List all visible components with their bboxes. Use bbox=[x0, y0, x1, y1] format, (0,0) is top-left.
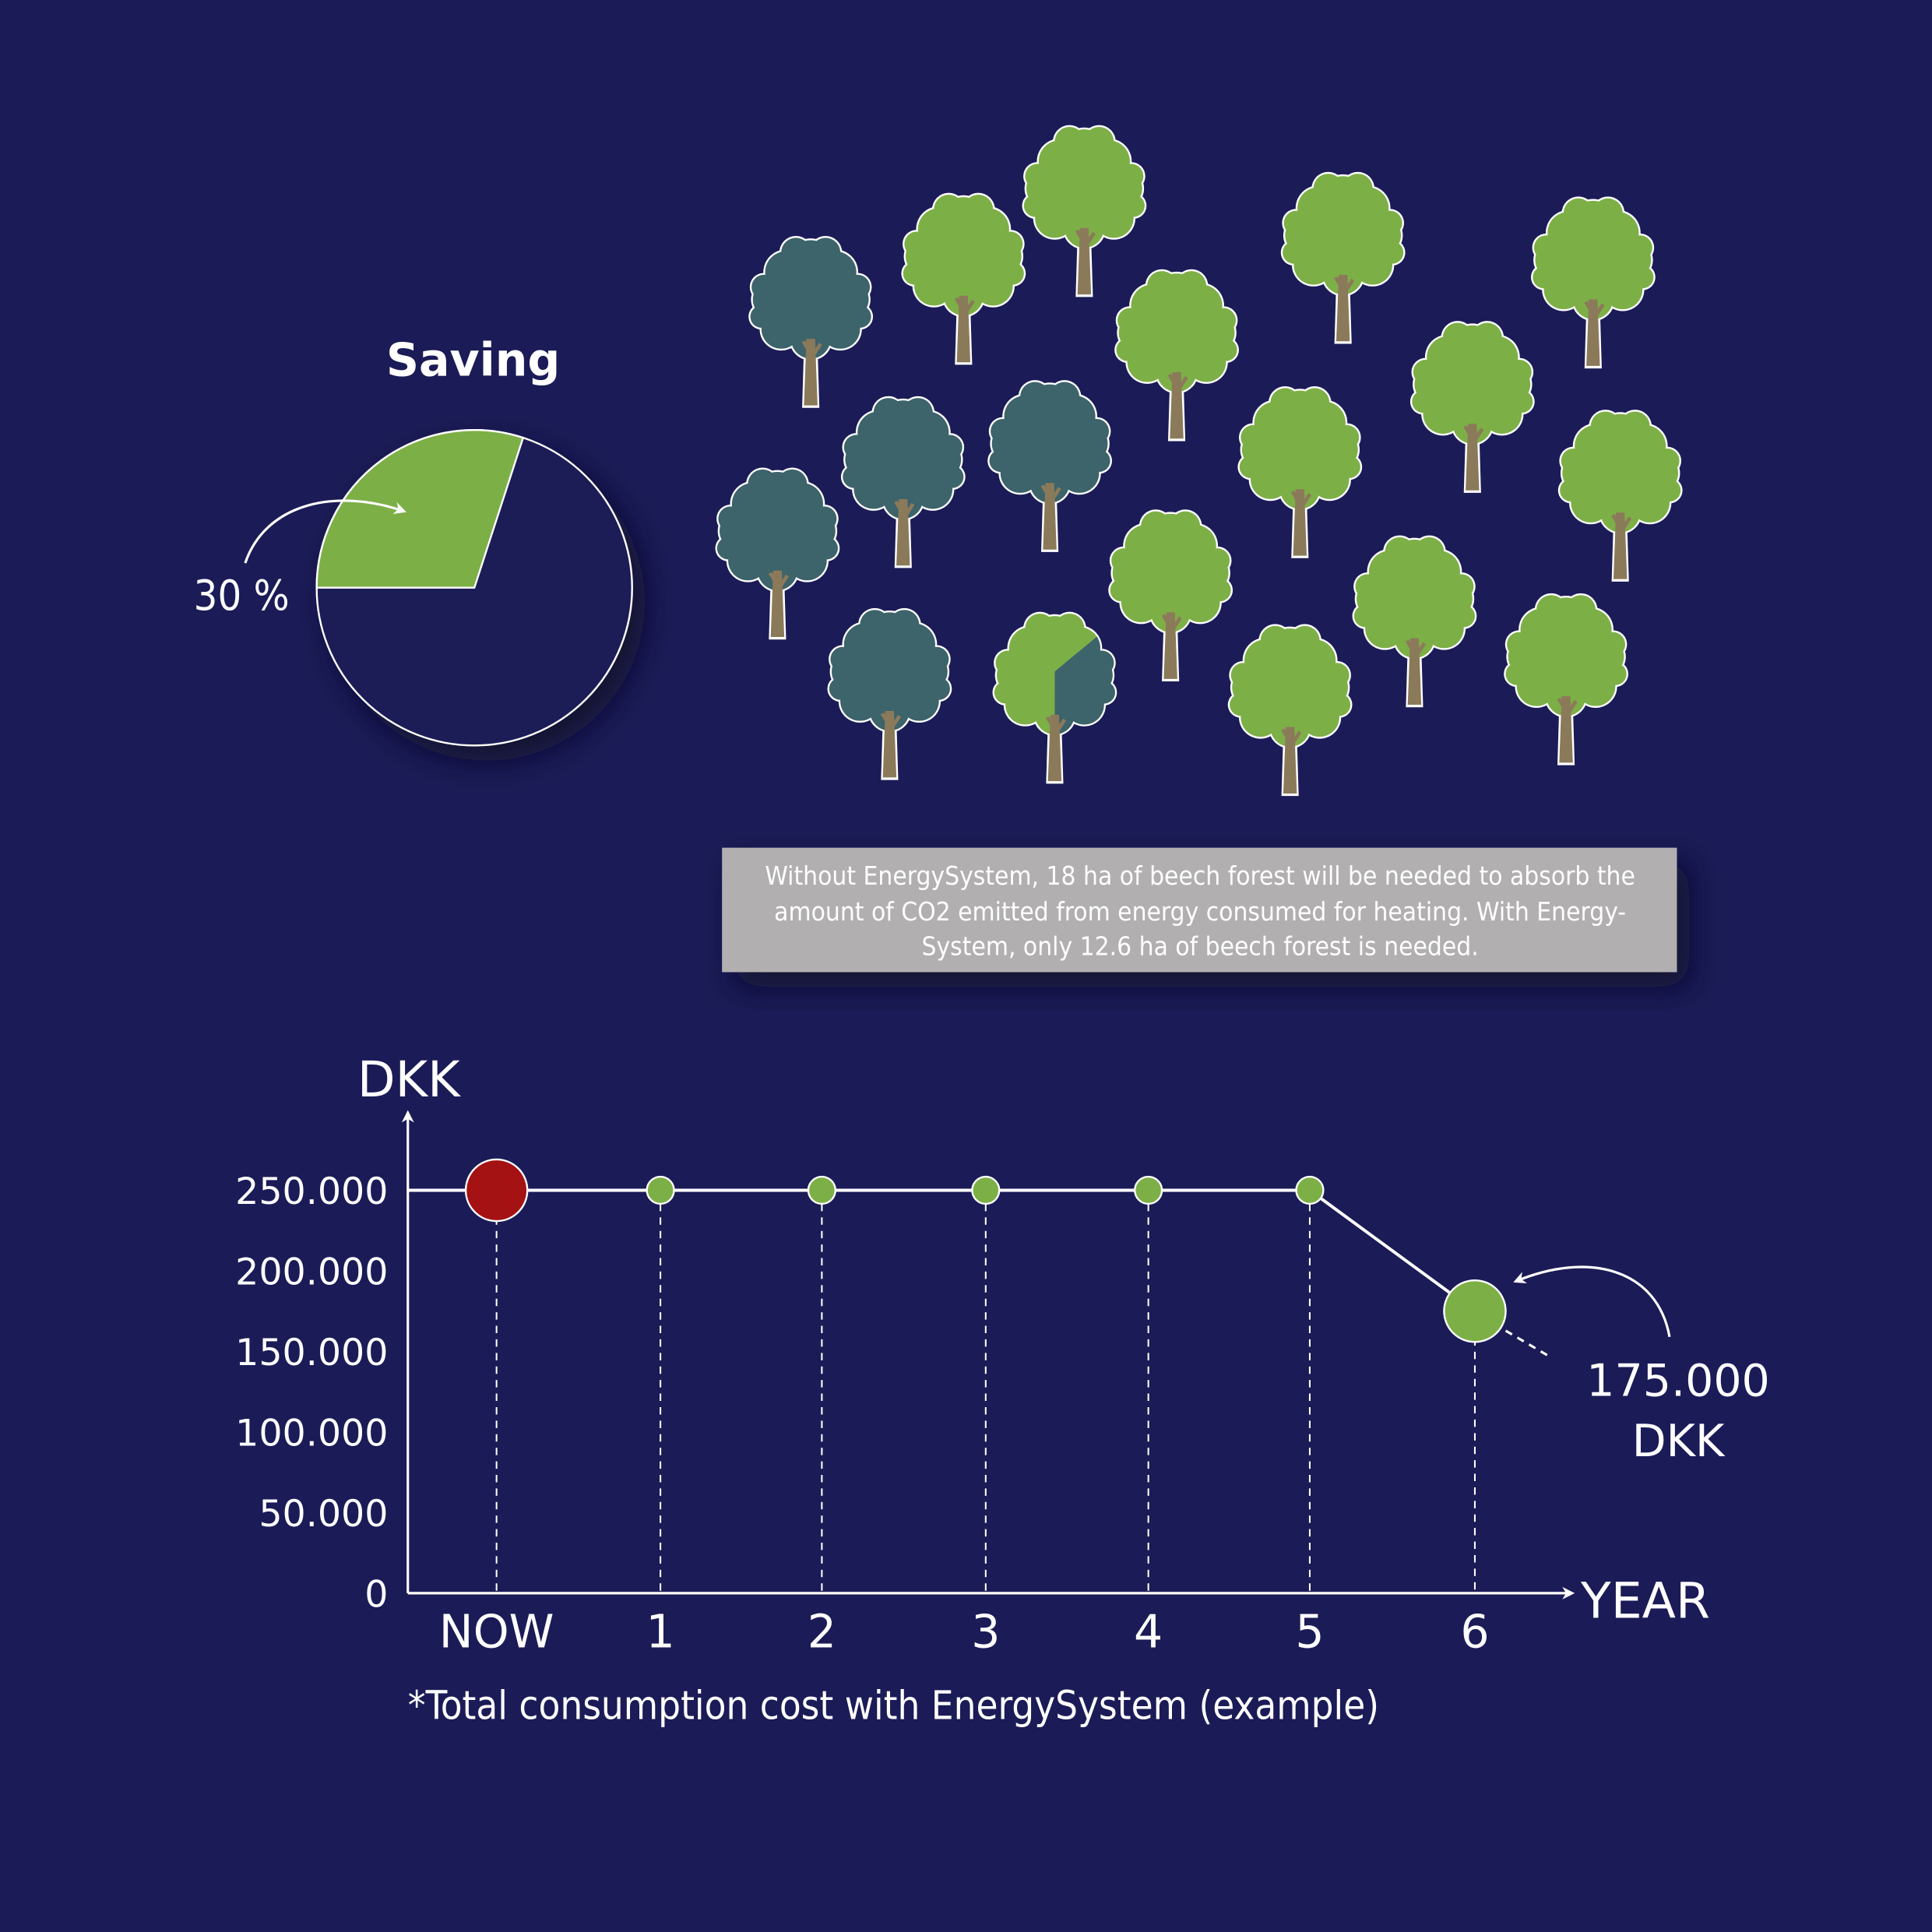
info-line-1: Without EnergySystem, 18 ha of beech for… bbox=[765, 860, 1635, 891]
tree-saved-icon bbox=[1237, 386, 1363, 558]
data-point bbox=[646, 1175, 675, 1205]
tree-saved-icon bbox=[1108, 509, 1233, 681]
annotation-arrow bbox=[1513, 1265, 1671, 1338]
data-point bbox=[971, 1175, 1001, 1205]
tree-needed-icon bbox=[987, 380, 1112, 552]
data-point bbox=[1295, 1175, 1325, 1205]
x-tick-label: 4 bbox=[1134, 1605, 1163, 1658]
tree-needed-icon bbox=[748, 236, 874, 408]
x-tick-label: 2 bbox=[808, 1605, 836, 1658]
x-tick-label: 3 bbox=[971, 1605, 1000, 1658]
tree-needed-icon bbox=[715, 467, 840, 640]
tree-saved-icon bbox=[1504, 593, 1628, 765]
data-point bbox=[1134, 1175, 1163, 1205]
tree-saved-icon bbox=[1530, 196, 1656, 369]
x-tick-label: NOW bbox=[439, 1605, 554, 1658]
y-tick-label: 100.000 bbox=[235, 1412, 388, 1455]
tree-partial-icon bbox=[992, 611, 1117, 784]
tree-saved-icon bbox=[901, 192, 1026, 365]
y-tick-label: 200.000 bbox=[235, 1251, 388, 1293]
y-tick-label: 50.000 bbox=[259, 1493, 388, 1536]
tree-saved-icon bbox=[1114, 269, 1239, 442]
annotation-value: 175.000 bbox=[1586, 1356, 1770, 1407]
annotation-unit: DKK bbox=[1632, 1416, 1726, 1467]
data-point bbox=[807, 1175, 836, 1205]
forest bbox=[715, 125, 1683, 797]
pie-slice-saving bbox=[315, 429, 525, 589]
tree-saved-icon bbox=[1227, 624, 1353, 797]
y-tick-label: 0 bbox=[364, 1573, 388, 1616]
x-tick-label: 1 bbox=[646, 1605, 674, 1658]
tree-saved-icon bbox=[1557, 410, 1683, 582]
pie-chart bbox=[315, 429, 633, 747]
info-line-3: System, only 12.6 ha of beech forest is … bbox=[922, 931, 1479, 961]
y-tick-label: 150.000 bbox=[235, 1332, 388, 1374]
pie-percent-label: 30 % bbox=[194, 571, 290, 620]
pie-label-arrow bbox=[244, 499, 406, 564]
data-point bbox=[464, 1158, 529, 1223]
y-axis-label: DKK bbox=[357, 1050, 461, 1108]
info-box: Without EnergySystem, 18 ha of beech for… bbox=[722, 847, 1677, 973]
x-tick-label: 5 bbox=[1295, 1605, 1324, 1658]
chart-caption: *Total consumption cost with EnergySyste… bbox=[408, 1682, 1379, 1728]
tree-saved-icon bbox=[1409, 321, 1535, 493]
info-line-2: amount of CO2 emitted from energy consum… bbox=[774, 896, 1626, 927]
tree-saved-icon bbox=[1352, 535, 1477, 708]
trend-extension bbox=[1504, 1329, 1549, 1357]
y-tick-label: 250.000 bbox=[235, 1170, 388, 1213]
data-point bbox=[1443, 1279, 1507, 1343]
saving-title: Saving bbox=[386, 334, 560, 387]
tree-needed-icon bbox=[827, 607, 952, 780]
x-axis-label: YEAR bbox=[1580, 1572, 1710, 1630]
tree-saved-icon bbox=[1022, 125, 1147, 297]
x-tick-label: 6 bbox=[1460, 1605, 1489, 1658]
tree-saved-icon bbox=[1280, 171, 1406, 344]
tree-needed-icon bbox=[840, 396, 966, 568]
line-chart: DKK YEAR 0 50.000 100.000 150.000 200.000 250… bbox=[235, 1050, 1770, 1728]
